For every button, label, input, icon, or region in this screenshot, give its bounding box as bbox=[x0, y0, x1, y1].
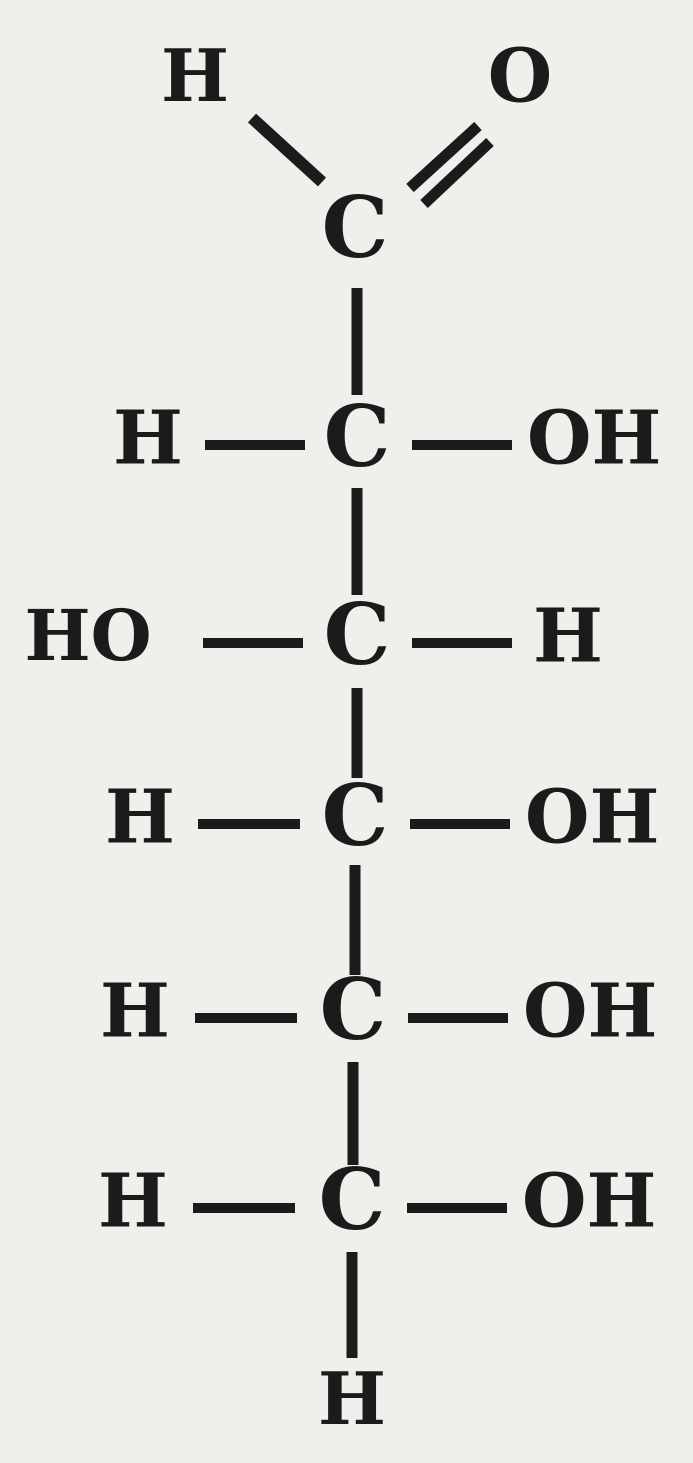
carbonyl-double-bond-b bbox=[420, 137, 494, 209]
row-4-carbon: C bbox=[320, 960, 387, 1059]
aldehyde-hydrogen: H bbox=[161, 33, 229, 118]
row-1-left: H bbox=[113, 396, 183, 482]
bottom-hydrogen: H bbox=[318, 1356, 386, 1441]
aldehyde-carbon: C bbox=[322, 178, 389, 277]
row-2-carbon: C bbox=[324, 585, 391, 684]
row-1-right: OH bbox=[527, 396, 661, 482]
row-5-left: H bbox=[98, 1159, 168, 1245]
row-2-left: HO bbox=[24, 594, 151, 677]
row-2-right: H bbox=[533, 594, 603, 680]
row-4-left: H bbox=[100, 969, 170, 1055]
aldehyde-h-bond bbox=[247, 113, 327, 187]
carbonyl-double-bond-a bbox=[406, 121, 482, 193]
row-4-right: OH bbox=[523, 969, 657, 1055]
row-3-left: H bbox=[105, 775, 175, 861]
row-3-carbon: C bbox=[322, 766, 389, 865]
row-5-right: OH bbox=[522, 1159, 656, 1245]
row-3-right: OH bbox=[525, 775, 659, 861]
row-5-carbon: C bbox=[319, 1150, 386, 1249]
row-1-carbon: C bbox=[324, 387, 391, 486]
aldehyde-oxygen: O bbox=[488, 34, 552, 120]
